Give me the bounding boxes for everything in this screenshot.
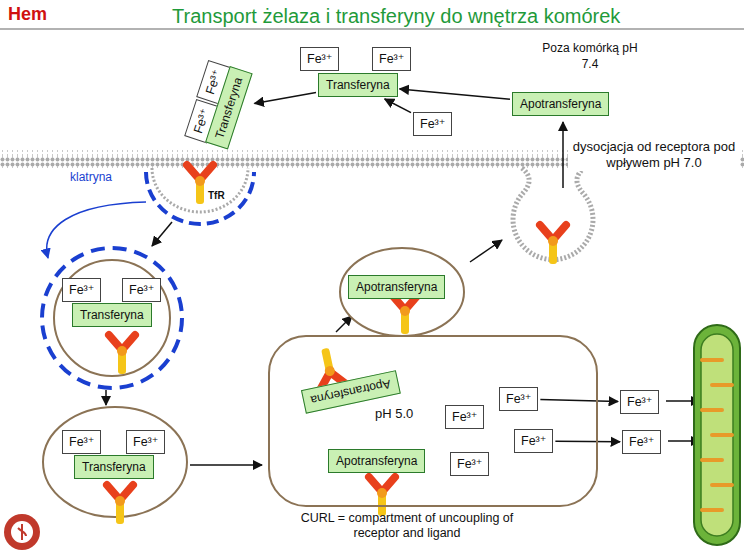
iron-box: Fe³⁺: [122, 278, 161, 302]
node-text: Apotransferyna: [309, 377, 392, 408]
connector-arrow: [385, 99, 411, 113]
flow-arrow: [336, 316, 352, 332]
node-text: Fe³⁺: [129, 283, 154, 297]
node-text: Fe³⁺: [379, 52, 404, 66]
protein-box: Apotransferyna: [348, 275, 445, 299]
node-text: Transferyna: [326, 78, 390, 92]
transferrin-receptor: [540, 225, 566, 264]
iron-box: Fe³⁺: [445, 405, 484, 429]
iron-box: Fe³⁺: [499, 387, 538, 411]
node-text: Transferyna: [82, 460, 146, 474]
iron-box: Fe³⁺: [413, 112, 452, 136]
node-text: Fe³⁺: [452, 410, 477, 424]
connector-arrow: [540, 400, 618, 402]
iron-box: Fe³⁺: [62, 278, 101, 302]
clathrin-coat: [42, 248, 182, 388]
node-text: Fe³⁺: [69, 435, 94, 449]
node-text: Fe³⁺: [627, 395, 652, 409]
region-label: Poza komórką pH 7.4: [540, 40, 640, 72]
transferrin-receptor: [392, 295, 418, 334]
connector-arrow: [255, 92, 316, 103]
node-text: Apotransferyna: [336, 454, 417, 468]
node-text: Fe³⁺: [69, 283, 94, 297]
flow-arrow: [105, 390, 107, 405]
node-text: Fe³⁺: [457, 457, 482, 471]
vesicle: [43, 407, 187, 517]
header-rule: [0, 28, 744, 30]
node-text: Apotransferyna: [520, 97, 601, 111]
iron-box: Fe³⁺: [514, 429, 553, 453]
connector-arrow: [400, 89, 510, 99]
title: Transport żelaza i transferyny do wnętrz…: [172, 5, 620, 28]
protein-box: Transferyna: [318, 73, 398, 97]
curl-compartment: pH 5.0CURL = compartment of uncoupling o…: [268, 335, 598, 507]
protein-box: Transferyna: [72, 303, 152, 327]
coat-label: klatryna: [70, 170, 112, 184]
iron-box: Fe³⁺: [620, 390, 659, 414]
connector-arrow: [555, 440, 620, 442]
flow-arrow: [190, 464, 262, 466]
logo-text: Hem: [8, 4, 47, 25]
node-text: Fe³⁺: [521, 434, 546, 448]
node-text: Fe³⁺: [420, 117, 445, 131]
node-text: Apotransferyna: [356, 280, 437, 294]
transferrin-receptor: [109, 335, 135, 374]
node-text: Fe³⁺: [629, 435, 654, 449]
university-seal: [4, 514, 40, 550]
iron-box: Fe³⁺: [372, 47, 411, 71]
annotation: dysocjacja od receptora pod wpływem pH 7…: [568, 139, 740, 171]
node-text: Fe³⁺: [133, 435, 158, 449]
caption: CURL = compartment of uncoupling of rece…: [282, 511, 532, 541]
flow-arrow: [470, 240, 502, 262]
ph-label: pH 5.0: [375, 407, 413, 421]
transferrin-receptor: [107, 485, 133, 524]
receptor-label: TfR: [208, 190, 225, 201]
vesicle: [340, 248, 464, 336]
iron-box: Fe³⁺: [450, 452, 489, 476]
node-text: Fe³⁺: [506, 392, 531, 406]
iron-box: Fe³⁺: [62, 430, 101, 454]
protein-box: Apotransferyna: [328, 449, 425, 473]
flow-arrow: [152, 222, 172, 246]
flow-arrow: [562, 122, 564, 188]
vesicle: [54, 260, 170, 376]
transferrin-receptor: [369, 477, 395, 516]
iron-box: Fe³⁺: [126, 430, 165, 454]
protein-box: Apotransferyna: [512, 92, 609, 116]
node-text: Fe³⁺: [307, 52, 332, 66]
mitochondrion: [694, 325, 740, 545]
iron-box: Fe³⁺: [622, 430, 661, 454]
protein-box: Transferyna: [74, 455, 154, 479]
iron-box: Fe³⁺: [300, 47, 339, 71]
node-text: Transferyna: [80, 308, 144, 322]
